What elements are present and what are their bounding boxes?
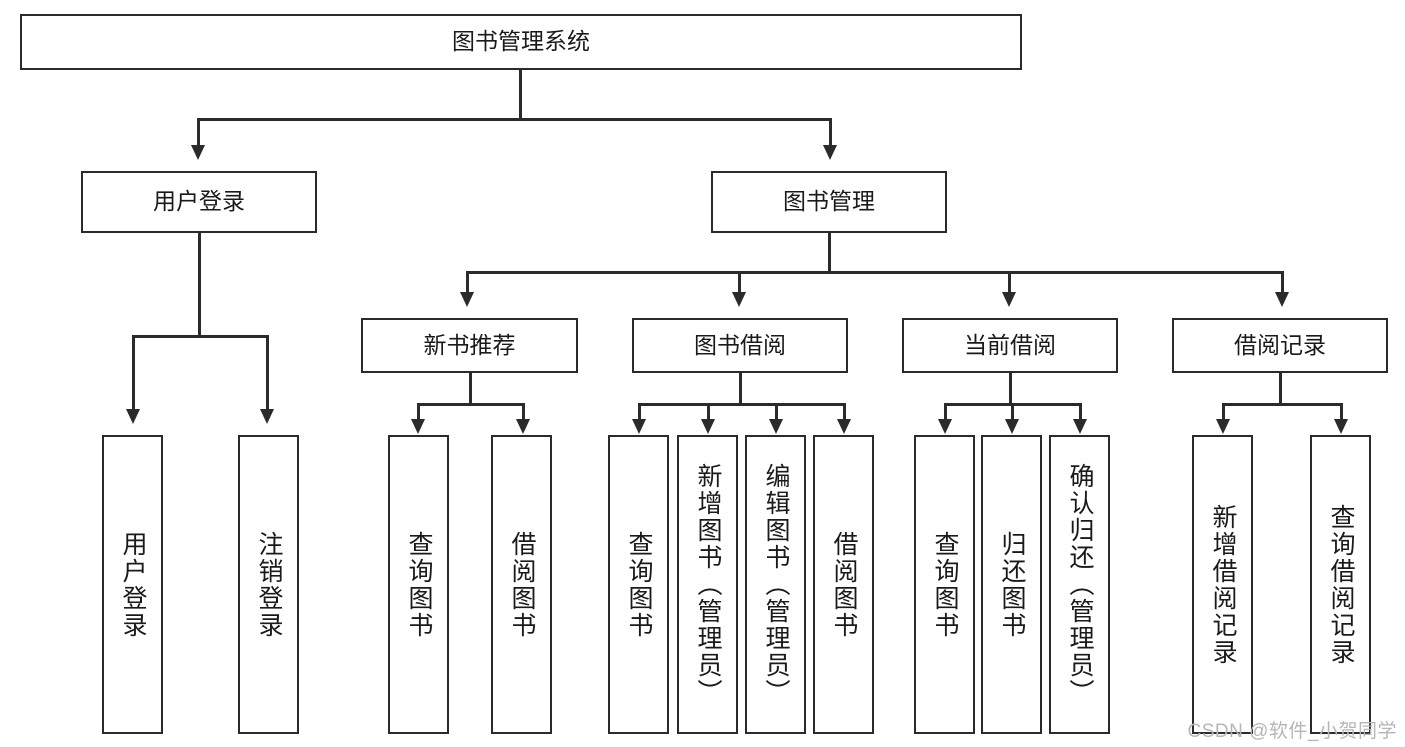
arrow-user-login-leaf-1 [126, 409, 140, 424]
connector-borrow-record-drop-2 [1340, 403, 1343, 420]
arrow-book-mgmt-to-book-borrow [732, 292, 746, 307]
node-borrow-record[interactable]: 借阅记录 [1172, 318, 1388, 373]
node-label: 图书管理 [783, 188, 875, 215]
connector-root-bus [197, 118, 832, 121]
arrow-borrow-record-leaf-1 [1216, 419, 1230, 434]
connector-borrow-record-stem [1279, 373, 1282, 405]
node-label: 查询借阅记录 [1327, 503, 1355, 666]
leaf-book-borrow-edit[interactable]: 编辑图书（管理员） [745, 435, 806, 734]
node-book-borrow[interactable]: 图书借阅 [632, 318, 848, 373]
connector-borrow-record-drop-1 [1222, 403, 1225, 420]
arrow-root-to-book-mgmt [823, 145, 837, 160]
connector-book-borrow-stem [739, 373, 742, 405]
arrow-book-borrow-leaf-3 [769, 419, 783, 434]
node-user-login[interactable]: 用户登录 [81, 171, 317, 233]
leaf-new-book-query[interactable]: 查询图书 [388, 435, 449, 734]
leaf-current-borrow-return[interactable]: 归还图书 [981, 435, 1042, 734]
connector-new-book-bus [417, 403, 522, 406]
connector-book-borrow-drop-4 [843, 403, 846, 420]
connector-user-login-drop-1 [132, 335, 135, 410]
connector-current-borrow-stem [1009, 373, 1012, 405]
node-label: 图书管理系统 [452, 28, 590, 55]
arrow-book-mgmt-to-borrow-record [1275, 292, 1289, 307]
leaf-book-borrow-add[interactable]: 新增图书（管理员） [677, 435, 738, 734]
node-label: 新增借阅记录 [1209, 503, 1237, 666]
node-label: 借阅图书 [830, 530, 858, 639]
node-label: 查询图书 [931, 530, 959, 639]
node-label: 用户登录 [153, 188, 245, 215]
node-label: 归还图书 [998, 530, 1026, 639]
connector-current-borrow-drop-1 [944, 403, 947, 420]
connector-user-login-bus [132, 335, 266, 338]
arrow-book-mgmt-to-new-book [460, 292, 474, 307]
arrow-new-book-leaf-2 [516, 419, 530, 434]
arrow-current-borrow-leaf-3 [1073, 419, 1087, 434]
connector-new-book-stem [469, 373, 472, 405]
connector-current-borrow-drop-2 [1011, 403, 1014, 420]
node-label: 注销登录 [255, 530, 283, 639]
connector-new-book-drop-2 [522, 403, 525, 420]
connector-book-borrow-bus [638, 403, 843, 406]
node-label: 查询图书 [405, 530, 433, 639]
node-label: 编辑图书（管理员） [762, 463, 790, 706]
node-root-system[interactable]: 图书管理系统 [20, 14, 1022, 70]
connector-borrow-record-bus [1222, 403, 1340, 406]
leaf-current-borrow-query[interactable]: 查询图书 [914, 435, 975, 734]
node-label: 用户登录 [119, 530, 147, 639]
connector-book-mgmt-drop-4 [1281, 271, 1284, 293]
connector-book-borrow-drop-1 [638, 403, 641, 420]
connector-book-mgmt-drop-2 [738, 271, 741, 293]
leaf-borrow-record-add[interactable]: 新增借阅记录 [1192, 435, 1253, 734]
arrow-new-book-leaf-1 [411, 419, 425, 434]
arrow-current-borrow-leaf-2 [1005, 419, 1019, 434]
node-label: 确认归还（管理员） [1066, 463, 1094, 706]
leaf-book-borrow-lend[interactable]: 借阅图书 [813, 435, 874, 734]
arrow-user-login-leaf-2 [260, 409, 274, 424]
connector-new-book-drop-1 [417, 403, 420, 420]
node-label: 新书推荐 [423, 331, 516, 358]
leaf-borrow-record-query[interactable]: 查询借阅记录 [1310, 435, 1371, 734]
connector-current-borrow-drop-3 [1079, 403, 1082, 420]
node-new-book-recommend[interactable]: 新书推荐 [361, 318, 578, 373]
leaf-user-login[interactable]: 用户登录 [102, 435, 163, 734]
node-label: 借阅图书 [508, 530, 536, 639]
node-label: 图书借阅 [694, 331, 786, 358]
node-label: 新增图书（管理员） [694, 463, 722, 706]
leaf-current-borrow-confirm[interactable]: 确认归还（管理员） [1049, 435, 1110, 734]
connector-user-login-drop-2 [266, 335, 269, 410]
node-book-management[interactable]: 图书管理 [711, 171, 947, 233]
arrow-book-borrow-leaf-1 [632, 419, 646, 434]
connector-book-mgmt-drop-1 [466, 271, 469, 293]
connector-root-to-book-mgmt [829, 118, 832, 146]
connector-root-stem [519, 70, 522, 119]
node-current-borrow[interactable]: 当前借阅 [902, 318, 1118, 373]
csdn-watermark: CSDN @软件_小贺同学 [1187, 721, 1397, 742]
connector-book-mgmt-drop-3 [1008, 271, 1011, 293]
connector-book-borrow-drop-2 [707, 403, 710, 420]
arrow-book-borrow-leaf-2 [701, 419, 715, 434]
leaf-new-book-borrow[interactable]: 借阅图书 [491, 435, 552, 734]
node-label: 当前借阅 [964, 331, 1056, 358]
arrow-borrow-record-leaf-2 [1334, 419, 1348, 434]
arrow-book-borrow-leaf-4 [837, 419, 851, 434]
connector-book-mgmt-bus [466, 271, 1281, 274]
connector-book-borrow-drop-3 [775, 403, 778, 420]
leaf-book-borrow-query[interactable]: 查询图书 [608, 435, 669, 734]
connector-book-mgmt-stem [828, 233, 831, 273]
node-label: 借阅记录 [1234, 331, 1326, 358]
arrow-current-borrow-leaf-1 [938, 419, 952, 434]
arrow-root-to-user-login [191, 145, 205, 160]
node-label: 查询图书 [625, 530, 653, 639]
connector-user-login-stem [198, 233, 201, 336]
arrow-book-mgmt-to-current-borrow [1002, 292, 1016, 307]
connector-root-to-user-login [197, 118, 200, 146]
leaf-user-logout[interactable]: 注销登录 [238, 435, 299, 734]
